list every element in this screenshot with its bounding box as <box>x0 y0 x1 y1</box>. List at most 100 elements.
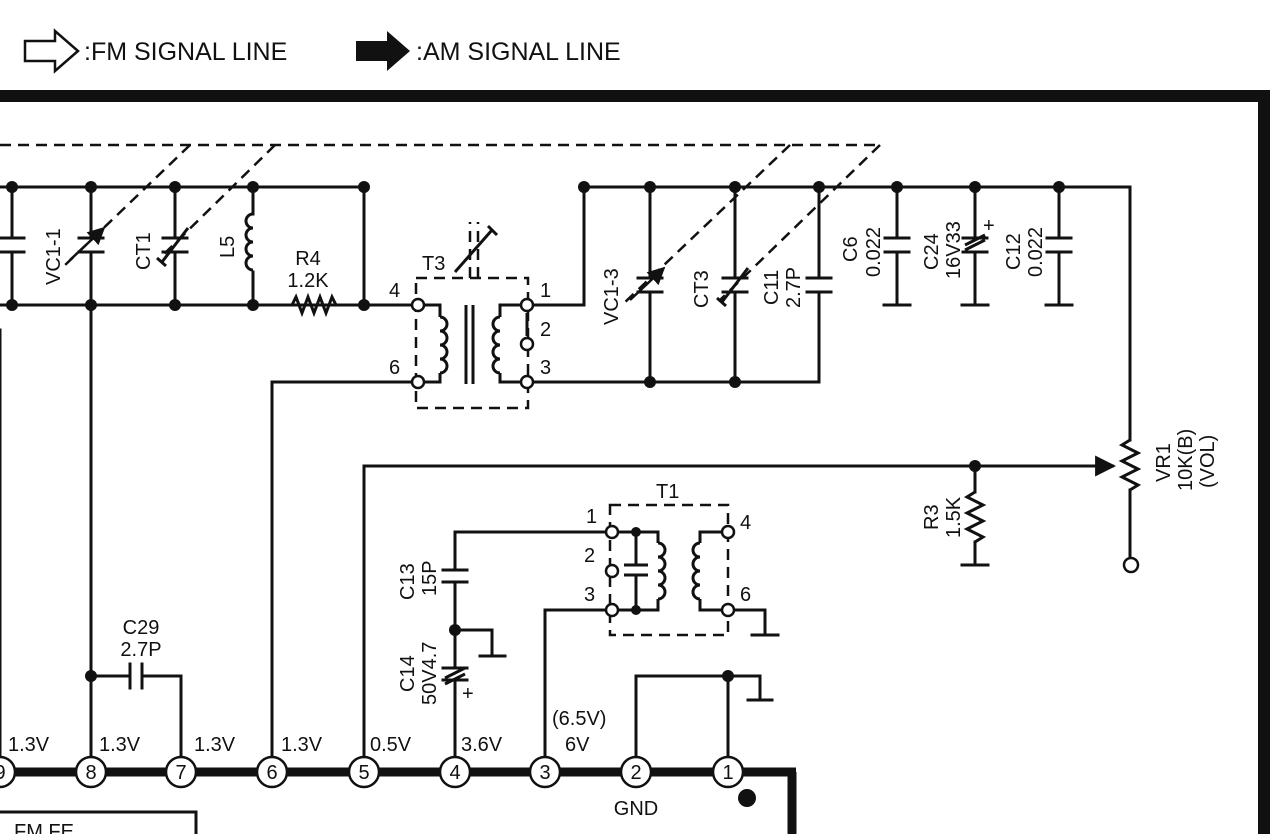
t3-pin-1: 1 <box>540 280 551 302</box>
svg-text:6: 6 <box>266 762 277 784</box>
c14-value: 50V4.7 <box>419 642 441 705</box>
c29-name: C29 <box>123 617 160 639</box>
svg-text:3: 3 <box>539 762 550 784</box>
ic-pins: 9 8 7 6 5 4 3 2 1 <box>0 755 745 789</box>
capacitor-c29 <box>89 662 183 770</box>
pin-1: 1 <box>711 755 745 789</box>
pin-7: 7 <box>164 755 198 789</box>
pin-3: 3 <box>528 755 562 789</box>
c14-name: C14 <box>397 655 419 692</box>
ct1-label: CT1 <box>133 232 155 270</box>
svg-text:1: 1 <box>722 762 733 784</box>
transformer-t1 <box>604 503 780 637</box>
c13-value: 15P <box>419 560 441 596</box>
wiring-middle <box>362 455 1117 772</box>
t1-label: T1 <box>656 481 679 503</box>
c11-name: C11 <box>761 270 783 305</box>
r3-name: R3 <box>921 504 943 530</box>
gang-link <box>0 143 881 306</box>
resistor-r4 <box>251 292 420 318</box>
legend: :FM SIGNAL LINE :AM SIGNAL LINE <box>23 28 621 74</box>
c12-value: 0.022 <box>1025 227 1047 277</box>
vr1-name: VR1 <box>1153 443 1175 482</box>
vr1-note: (VOL) <box>1197 435 1219 488</box>
fm-arrow-icon <box>23 28 80 74</box>
pin-4: 4 <box>438 755 472 789</box>
capacitor-c6 <box>883 236 911 254</box>
svg-text:8: 8 <box>85 762 96 784</box>
t3-pin-2: 2 <box>540 319 551 341</box>
voltage-pin6: 1.3V <box>281 734 323 756</box>
potentiometer-vr1 <box>1118 438 1142 574</box>
t1-pin-1: 1 <box>586 506 597 528</box>
pin-8: 8 <box>74 755 108 789</box>
svg-text:9: 9 <box>0 762 6 784</box>
voltage-pin7: 1.3V <box>194 734 236 756</box>
pin-6: 6 <box>255 755 289 789</box>
voltage-pin3: 6V <box>565 734 590 756</box>
legend-am-label: :AM SIGNAL LINE <box>416 38 621 66</box>
t1-pin-4: 4 <box>740 512 751 534</box>
c24-value: 16V33 <box>943 221 965 279</box>
c24-name: C24 <box>921 233 943 270</box>
voltage-pin8: 1.3V <box>99 734 141 756</box>
capacitor-c12 <box>1045 236 1073 254</box>
t3-pin-6: 6 <box>389 357 400 379</box>
l5-label: L5 <box>217 236 239 258</box>
t3-pin-3: 3 <box>540 357 551 379</box>
inductor-l5 <box>244 212 254 272</box>
wiring-gnd <box>634 674 774 772</box>
voltage-pin3-alt: (6.5V) <box>552 708 606 730</box>
svg-text:5: 5 <box>358 762 369 784</box>
c13-name: C13 <box>397 563 419 600</box>
trimmer-ct1 <box>156 227 190 268</box>
c14-plus: + <box>462 683 474 705</box>
t1-pin-6: 6 <box>740 584 751 606</box>
vr1-value: 10K(B) <box>1175 429 1197 491</box>
capacitor-vc1-3 <box>629 266 666 301</box>
pin1-marker-icon <box>738 789 756 807</box>
voltage-pin5: 0.5V <box>370 734 412 756</box>
c6-value: 0.022 <box>863 227 885 277</box>
vc1-3-label: VC1-3 <box>601 268 623 325</box>
r3-value: 1.5K <box>943 496 965 538</box>
svg-text:4: 4 <box>449 762 460 784</box>
transformer-t3 <box>410 222 535 410</box>
t3-pin-4: 4 <box>389 280 400 302</box>
component-labels: VC1-1 CT1 L5 R4 1.2K T3 4 1 2 6 3 VC1-3 … <box>43 215 1219 705</box>
capacitor-c-left <box>0 236 26 254</box>
pin-2: 2 <box>619 755 653 789</box>
c24-plus: + <box>983 215 995 237</box>
capacitor-c11 <box>805 276 833 294</box>
vc1-1-label: VC1-1 <box>43 228 65 285</box>
pcb-frame <box>0 90 1270 834</box>
junctions <box>6 181 1065 682</box>
svg-text:2: 2 <box>630 762 641 784</box>
trimmer-ct3 <box>716 267 750 308</box>
r4-name: R4 <box>295 248 321 270</box>
voltage-pin9: 1.3V <box>8 734 50 756</box>
pin-5: 5 <box>347 755 381 789</box>
ic-label: FM FE <box>14 821 74 834</box>
c11-value: 2.7P <box>783 267 805 308</box>
t1-pin-3: 3 <box>584 584 595 606</box>
pin-voltages: 1.3V 1.3V 1.3V 1.3V 0.5V 3.6V 6V (6.5V) … <box>8 708 658 834</box>
capacitor-vc1-1 <box>69 226 106 261</box>
wiring-top <box>0 185 1132 772</box>
c12-name: C12 <box>1003 233 1025 270</box>
t1-pin-2: 2 <box>584 545 595 567</box>
pin-9: 9 <box>0 755 17 789</box>
voltage-pin4: 3.6V <box>461 734 503 756</box>
capacitor-c24 <box>961 233 989 254</box>
svg-text:7: 7 <box>175 762 186 784</box>
ic-body <box>0 767 797 834</box>
r4-value: 1.2K <box>287 270 329 292</box>
am-arrow-icon <box>356 31 410 71</box>
c6-name: C6 <box>840 236 862 262</box>
ct3-label: CT3 <box>691 270 713 308</box>
c29-value: 2.7P <box>120 639 161 661</box>
legend-fm-label: :FM SIGNAL LINE <box>84 38 287 66</box>
gnd-label: GND <box>614 798 658 820</box>
t3-label: T3 <box>422 253 445 275</box>
